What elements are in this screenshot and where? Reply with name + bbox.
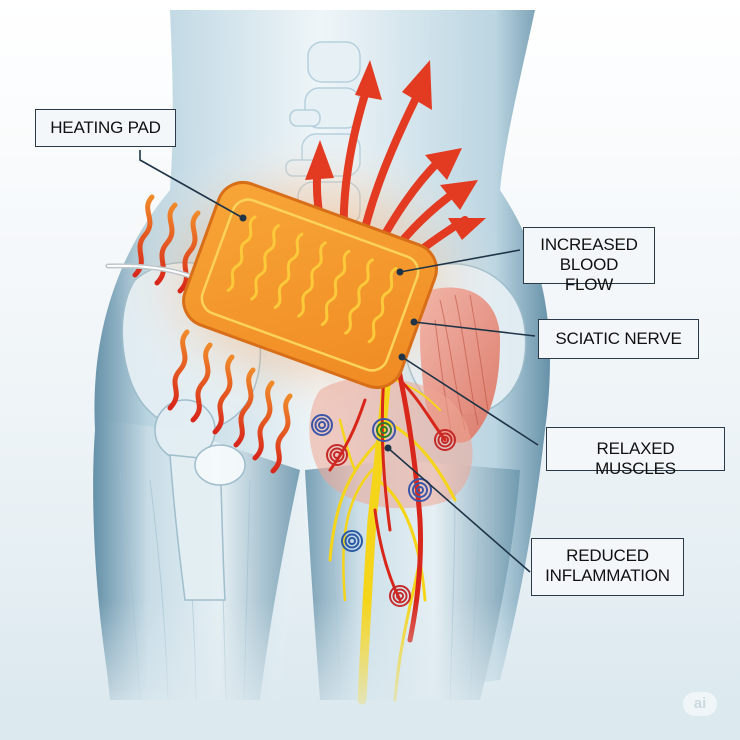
callout-heating-pad: HEATING PAD bbox=[35, 109, 176, 147]
buttock-muscle bbox=[309, 377, 473, 509]
callout-line: INCREASED bbox=[540, 235, 638, 254]
leader-inflammation bbox=[387, 447, 531, 573]
callout-sciatic-nerve: SCIATIC NERVE bbox=[538, 319, 699, 359]
spiral-red bbox=[326, 444, 348, 466]
callout-line: HEATING PAD bbox=[50, 118, 161, 137]
leader-dots bbox=[239, 214, 418, 452]
ai-watermark-badge: ai bbox=[683, 692, 717, 716]
spiral-red bbox=[434, 429, 456, 451]
spiral-blue bbox=[408, 478, 432, 502]
heating-pad bbox=[182, 181, 438, 389]
callout-line: RELAXED MUSCLES bbox=[595, 439, 676, 478]
leader-heating-pad bbox=[139, 150, 244, 219]
callout-line: INFLAMMATION bbox=[545, 566, 670, 585]
callout-line: REDUCED bbox=[566, 546, 649, 565]
spiral-blue bbox=[311, 414, 333, 436]
leader-blood-flow bbox=[399, 249, 521, 273]
callout-relaxed-muscles: RELAXED MUSCLES bbox=[546, 427, 725, 478]
callout-line: SCIATIC NERVE bbox=[555, 329, 682, 348]
callout-reduced-inflammation: REDUCED INFLAMMATION bbox=[531, 538, 684, 596]
arrow-heads bbox=[305, 60, 486, 240]
leader-sciatic-nerve bbox=[413, 321, 536, 337]
spiral-green bbox=[372, 418, 396, 442]
leader-lines bbox=[139, 150, 539, 573]
heat-waves-lower bbox=[167, 329, 293, 474]
bottom-fade bbox=[0, 600, 740, 740]
inflammation-spirals bbox=[311, 414, 456, 607]
spiral-blue bbox=[341, 530, 363, 552]
callout-increased-blood-flow: INCREASED BLOOD FLOW bbox=[523, 227, 655, 294]
pad-wave-pattern bbox=[226, 215, 398, 344]
callout-line: BLOOD FLOW bbox=[559, 255, 619, 294]
cable-highlight bbox=[107, 264, 196, 279]
leader-relaxed-muscles bbox=[401, 356, 539, 446]
